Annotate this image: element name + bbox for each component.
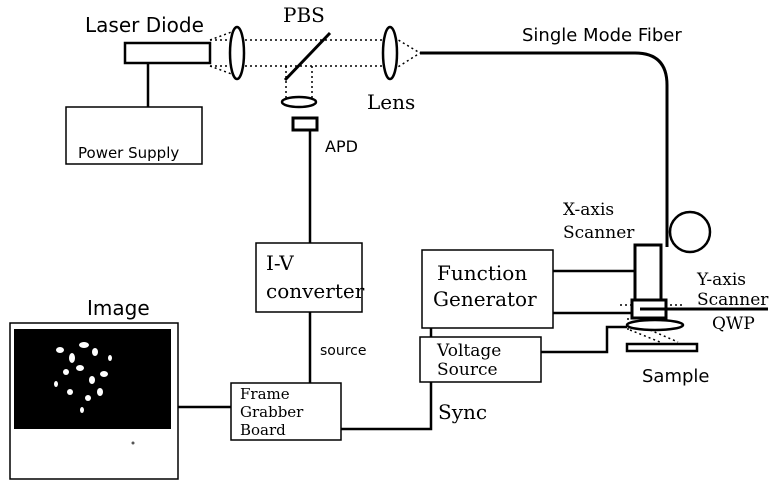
sample-label: Sample [642, 366, 710, 387]
image-label: Image [87, 296, 150, 320]
x-axis-scanner-label-line2: Scanner [563, 223, 635, 243]
y-axis-scanner-label-line2: Scanner [697, 290, 769, 310]
frame-grabber-label-line3: Board [240, 421, 286, 439]
collimating-lens [228, 25, 246, 81]
voltage-source-box [419, 336, 542, 383]
laser-diode-box [123, 41, 212, 65]
x-axis-scanner [633, 243, 663, 302]
voltage-qwp-wire [541, 325, 627, 354]
lens-label: Lens [367, 90, 415, 114]
apd-lens [280, 95, 318, 109]
laser-diode-label: Laser Diode [85, 13, 204, 37]
qwp-plate [625, 318, 685, 332]
power-supply-label: Power Supply [78, 144, 179, 162]
frame-grabber-label-line2: Grabber [240, 403, 304, 421]
scanner-mirror-wheel [668, 210, 712, 254]
iv-converter-label-line1: I-V [266, 251, 294, 275]
voltage-source-label-line2: Source [437, 360, 498, 380]
source-label: source [320, 343, 367, 359]
single-mode-fiber-label: Single Mode Fiber [522, 25, 682, 46]
function-generator-label-line1: Function [437, 261, 527, 285]
qwp-label: QWP [712, 314, 755, 334]
x-axis-scanner-label-line1: X-axis [563, 200, 614, 220]
frame-grabber-board-box [230, 382, 342, 441]
iv-converter-label-line2: converter [266, 279, 365, 303]
pbs-label: PBS [283, 3, 325, 27]
frame-grabber-label-line1: Frame [240, 385, 290, 403]
voltage-source-label-line1: Voltage [436, 341, 501, 361]
sample-plate [625, 342, 699, 353]
sync-label: Sync [438, 400, 487, 424]
apd-label: APD [325, 137, 358, 156]
y-axis-scanner-label-line1: Y-axis [696, 270, 746, 290]
apd-detector [291, 116, 319, 132]
image-speckle [54, 342, 112, 413]
image-dot [131, 441, 135, 445]
pbs-splitter [283, 31, 332, 82]
power-supply-box [65, 106, 203, 165]
single-mode-fiber [420, 51, 669, 247]
function-generator-label-line2: Generator [433, 287, 537, 311]
function-generator-box [421, 249, 554, 329]
focusing-lens [381, 25, 399, 81]
